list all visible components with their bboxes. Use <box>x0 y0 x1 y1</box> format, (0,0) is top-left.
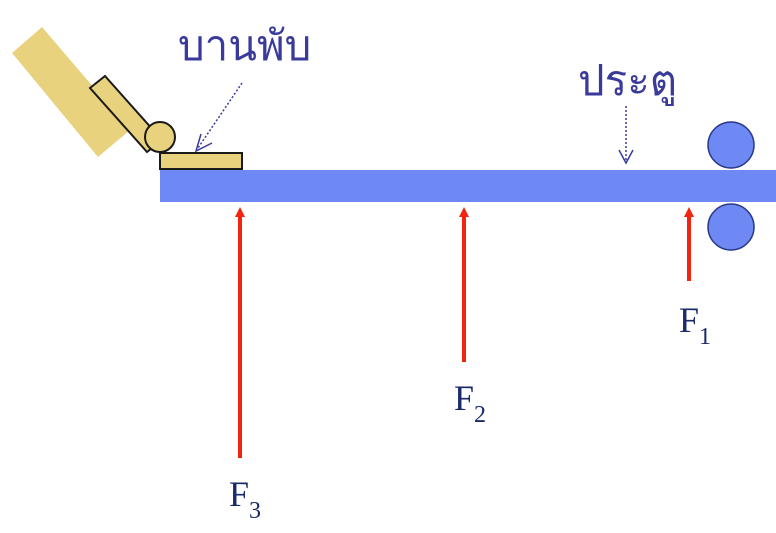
door-pointer-arrowhead <box>618 149 634 165</box>
force-label-f2-sub: 2 <box>474 402 486 428</box>
door-frame <box>12 27 130 157</box>
hinge-pointer-line <box>197 82 243 149</box>
force-label-f3-sub: 3 <box>249 498 261 524</box>
force-label-f1-sub: 1 <box>699 324 711 350</box>
hinge-label: บานพับ <box>178 21 311 70</box>
hinge-leaf-door <box>159 152 243 170</box>
force-label-f1-base: F <box>679 300 699 340</box>
force-label-f2-base: F <box>454 378 474 418</box>
force-label-f3-base: F <box>229 474 249 514</box>
door-label: ประตู <box>578 56 677 106</box>
door-bar <box>160 170 776 202</box>
hinge-knuckle <box>144 121 176 153</box>
force-label-f3: F3 <box>229 474 261 524</box>
hinge-pointer-arrowhead <box>194 133 213 153</box>
force-label-f1: F1 <box>679 300 711 350</box>
roller-bottom <box>707 203 755 251</box>
roller-top <box>707 121 755 169</box>
force-label-f2: F2 <box>454 378 486 428</box>
